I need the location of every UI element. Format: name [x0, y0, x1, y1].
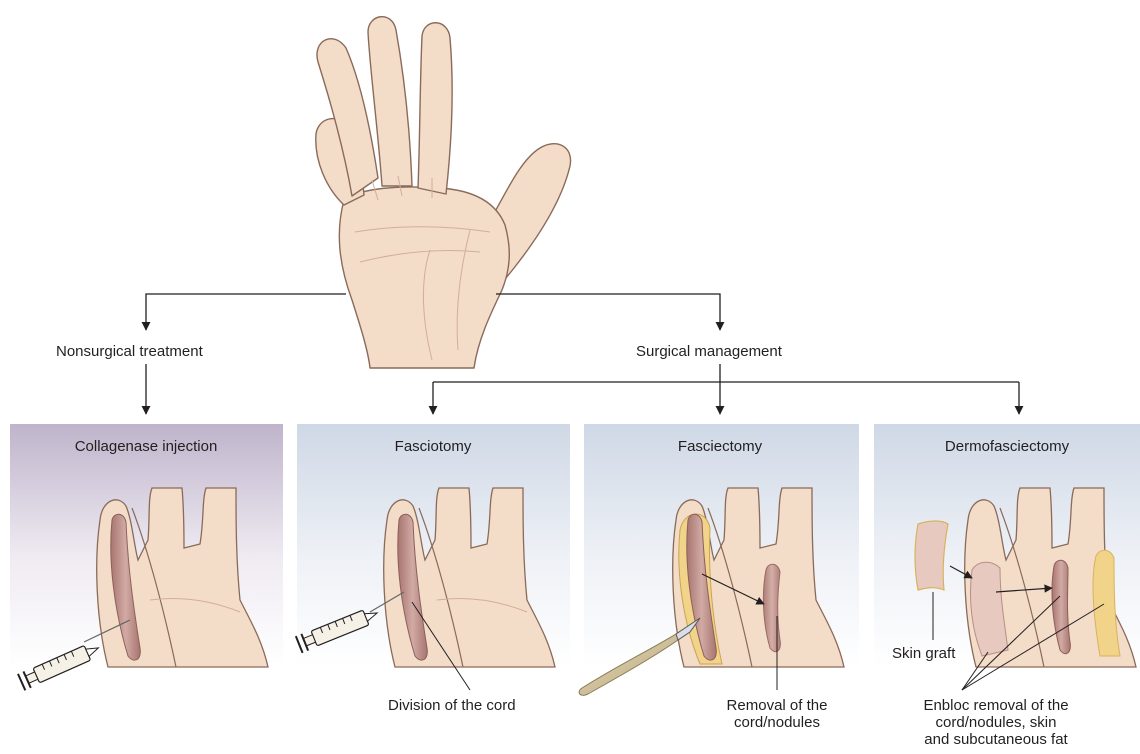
label-enbloc-line2: cord/nodules, skin — [936, 714, 1057, 731]
panel-title-fasciectomy: Fasciectomy — [678, 438, 762, 455]
label-nonsurgical-treatment: Nonsurgical treatment — [56, 343, 203, 360]
label-skin-graft: Skin graft — [892, 645, 955, 662]
label-surgical-management: Surgical management — [636, 343, 782, 360]
label-removal-line2: cord/nodules — [734, 714, 820, 731]
skin-graft-piece — [915, 521, 948, 590]
connector-right-branch — [496, 294, 720, 330]
label-enbloc-line3: and subcutaneous fat — [924, 731, 1067, 748]
panel-title-dermofasciectomy: Dermofasciectomy — [945, 438, 1069, 455]
panel-title-collagenase: Collagenase injection — [75, 438, 218, 455]
panel-title-fasciotomy: Fasciotomy — [395, 438, 472, 455]
flow-connectors — [146, 294, 1019, 414]
label-enbloc-line1: Enbloc removal of the — [923, 697, 1068, 714]
label-division-of-cord: Division of the cord — [388, 697, 516, 714]
hand-finger-index — [418, 23, 452, 194]
label-removal-line1: Removal of the — [727, 697, 828, 714]
main-hand-illustration — [316, 17, 571, 368]
connector-left-branch — [146, 294, 346, 330]
